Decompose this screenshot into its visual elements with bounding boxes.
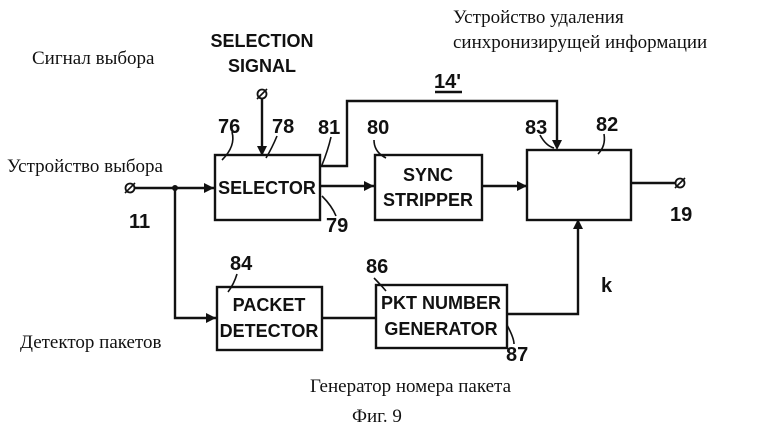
annotation-packet-detector: Детектор пакетов <box>20 332 161 353</box>
annotation-sync-removal-2: синхронизирущей информации <box>453 32 707 53</box>
sync-stripper-label-2: STRIPPER <box>383 190 473 210</box>
selector-label: SELECTOR <box>218 178 316 198</box>
sync-stripper-label-1: SYNC <box>403 165 453 185</box>
leader-84 <box>227 273 238 293</box>
arrow-selection-signal <box>257 146 267 156</box>
selection-signal-label-1: SELECTION <box>210 31 313 51</box>
packet-detector-block <box>215 285 324 352</box>
packet-detector-label-2: DETECTOR <box>220 321 319 341</box>
leader-87 <box>506 324 515 345</box>
numeral-83: 83 <box>525 117 547 139</box>
terminal-11 <box>124 182 136 194</box>
selector-block <box>213 153 322 222</box>
pkt-number-generator-label-1: PKT NUMBER <box>381 293 501 313</box>
arrow-k <box>573 219 583 229</box>
annotation-pkt-generator: Генератор номера пакета <box>310 376 512 397</box>
leader-86 <box>373 277 387 292</box>
arrow-to-82 <box>517 181 527 191</box>
leader-76 <box>221 131 234 161</box>
annotation-sync-removal-1: Устройство удаления <box>453 7 624 28</box>
leader-81 <box>321 136 332 166</box>
pkt-number-generator-label-2: GENERATOR <box>384 319 497 339</box>
block-82 <box>525 148 633 222</box>
numeral-84: 84 <box>230 253 253 275</box>
bypass-line-14 <box>320 99 559 168</box>
annotation-selector: Устройство выбора <box>7 156 164 177</box>
numeral-78: 78 <box>272 116 294 138</box>
numeral-81: 81 <box>318 117 340 139</box>
numeral-14: 14' <box>434 71 461 93</box>
numeral-86: 86 <box>366 256 388 278</box>
packet-detector-label-1: PACKET <box>233 295 306 315</box>
leader-83 <box>539 134 555 149</box>
arrow-bypass <box>552 140 562 150</box>
sync-stripper-block <box>373 153 484 222</box>
numeral-79: 79 <box>326 215 348 237</box>
pkt-number-generator-block <box>374 283 509 350</box>
leader-79 <box>321 195 337 217</box>
terminal-19 <box>674 177 686 189</box>
annotation-selection-signal: Сигнал выбора <box>32 48 155 69</box>
k-line <box>507 221 580 316</box>
numeral-82: 82 <box>596 114 618 136</box>
arrow-to-selector <box>204 183 214 193</box>
branch-to-packet-detector <box>173 188 216 320</box>
figure-caption: Фиг. 9 <box>352 406 402 427</box>
numeral-11: 11 <box>129 211 150 233</box>
arrow-to-packet-detector <box>206 313 216 323</box>
numeral-76: 76 <box>218 116 240 138</box>
terminal-selection-signal <box>256 88 268 100</box>
numeral-87: 87 <box>506 344 528 366</box>
arrow-to-stripper <box>364 181 374 191</box>
selection-signal-label-2: SIGNAL <box>228 56 296 76</box>
numeral-19: 19 <box>670 204 692 226</box>
numeral-80: 80 <box>367 117 389 139</box>
leader-82 <box>597 133 606 155</box>
label-k: k <box>601 275 613 297</box>
leader-80 <box>373 139 387 159</box>
leader-78 <box>265 135 278 159</box>
